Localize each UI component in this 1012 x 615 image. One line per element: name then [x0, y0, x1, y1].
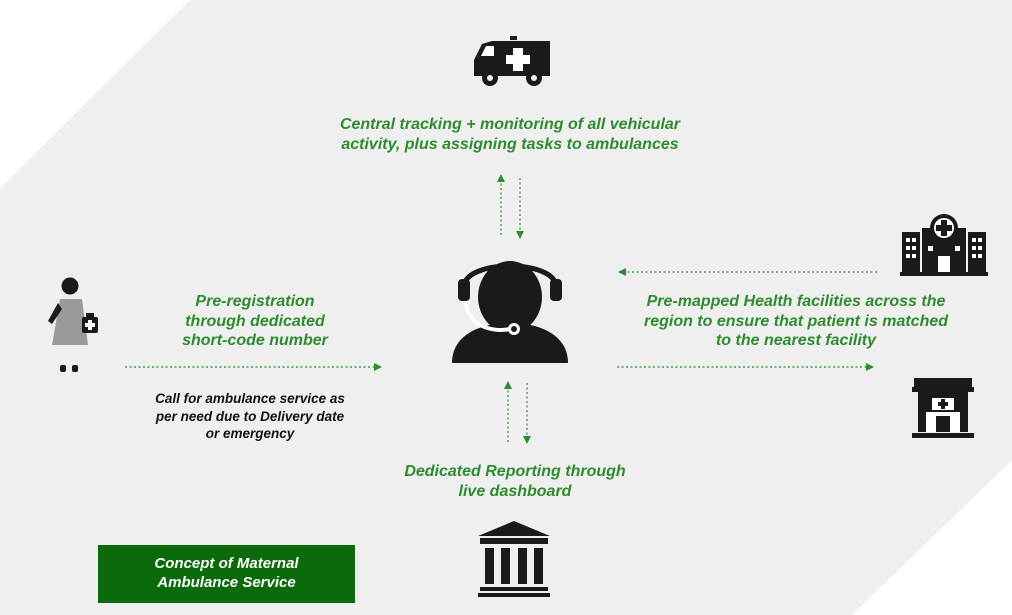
pregnant-woman-icon — [48, 277, 98, 372]
call-ambulance-line-3: or emergency — [205, 426, 295, 442]
reporting-label: Dedicated Reporting through live dashboa… — [355, 462, 675, 501]
clinic-icon — [912, 378, 974, 438]
reporting-line-1: Dedicated Reporting through — [404, 463, 626, 480]
reporting-line-2: live dashboard — [458, 482, 572, 500]
hospital-icon — [900, 214, 988, 276]
concept-title-line-1: Concept of Maternal — [154, 555, 299, 573]
pre-registration-line-1: Pre-registration — [195, 293, 315, 310]
call-ambulance-label: Call for ambulance service as per need d… — [110, 390, 390, 443]
central-tracking-line-2: activity, plus assigning tasks to ambula… — [341, 135, 679, 153]
pre-registration-line-3: short-code number — [182, 332, 328, 350]
concept-title-line-2: Ambulance Service — [157, 574, 296, 591]
call-ambulance-line-2: per need due to Delivery date — [155, 408, 345, 424]
pre-registration-label: Pre-registration through dedicated short… — [130, 292, 380, 351]
concept-title-box: Concept of Maternal Ambulance Service — [98, 545, 355, 603]
central-tracking-label: Central tracking + monitoring of all veh… — [270, 115, 750, 154]
ambulance-icon — [474, 36, 550, 86]
pre-mapped-line-2: region to ensure that patient is matched — [643, 312, 949, 330]
pre-registration-line-2: through dedicated — [185, 312, 325, 330]
call-ambulance-line-1: Call for ambulance service as — [155, 391, 345, 406]
central-tracking-line-1: Central tracking + monitoring of all veh… — [339, 116, 681, 133]
pre-mapped-line-1: Pre-mapped Health facilities across the — [646, 293, 946, 310]
pre-mapped-label: Pre-mapped Health facilities across the … — [596, 292, 996, 351]
call-center-agent-icon — [452, 261, 568, 363]
government-building-icon — [478, 521, 550, 597]
pre-mapped-line-3: to the nearest facility — [715, 332, 877, 350]
